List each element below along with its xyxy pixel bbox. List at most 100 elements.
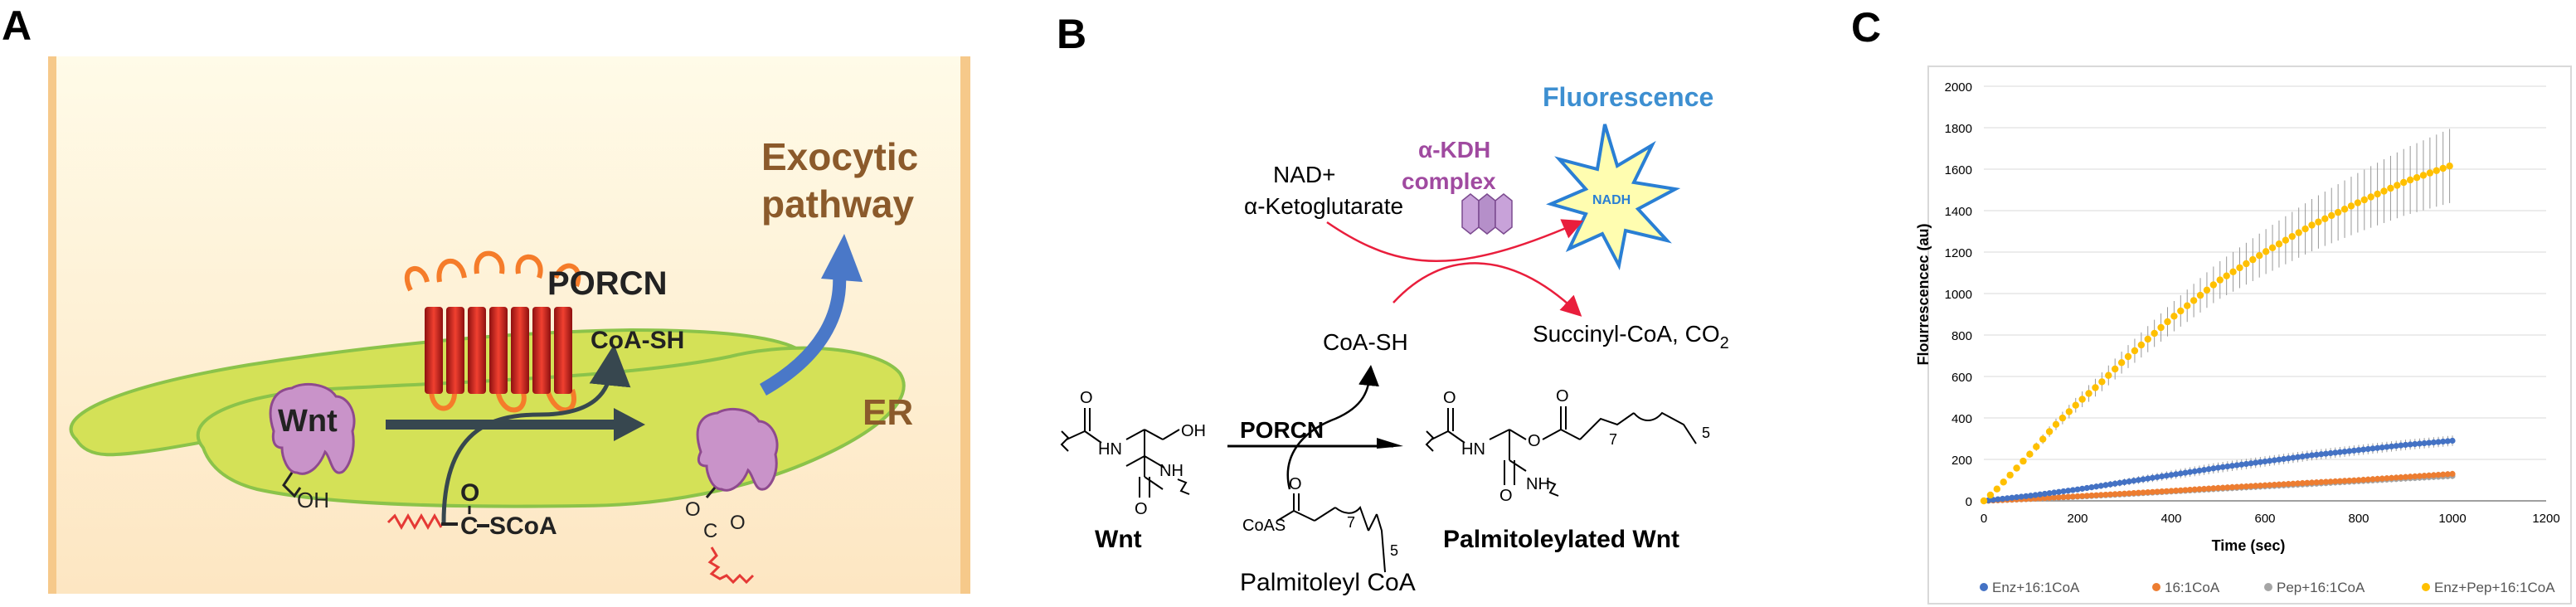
data-point [2276,481,2282,488]
y-tick-label: 1200 [1945,246,1972,260]
data-point [1993,485,2001,493]
data-point [2334,208,2342,216]
data-point [2294,480,2301,487]
data-point [2107,481,2114,488]
data-point [2072,401,2079,409]
data-point [2332,478,2339,485]
palmitoleyl-coas: CoAS [1242,517,1286,535]
exocytic-arrow [760,273,847,396]
data-point [2308,452,2316,459]
data-point [2275,240,2283,248]
data-point [2177,307,2185,315]
data-point [2367,193,2374,201]
data-point [2144,335,2151,343]
data-point [2233,462,2240,469]
data-point [2398,474,2404,481]
data-point [2112,480,2118,487]
legend-label: Pep+16:1CoA [2277,580,2365,595]
data-point [2060,488,2067,495]
data-point [2449,470,2456,478]
data-point [2267,458,2273,464]
data-point [2004,495,2010,502]
data-point [2406,176,2414,184]
data-point [2374,190,2381,198]
data-point [2078,396,2086,403]
legend-label: 16:1CoA [2165,580,2220,595]
pw-struct-o2: O [1499,487,1513,505]
data-point [2355,477,2362,483]
acyl-carbonyl-o: O [460,479,479,507]
data-point [2074,486,2081,493]
chart-series [1980,129,2456,505]
data-point [2402,441,2409,449]
data-point [2093,483,2100,490]
ester-o2-label: O [730,512,746,534]
data-point [2313,479,2320,486]
data-point [1990,497,1996,503]
data-point [2276,456,2282,463]
panel-b: B Fluorescence NAD+ α-Ketoglutarate α-KD… [1057,11,1729,596]
data-point [2328,211,2335,220]
data-point [2350,477,2357,483]
data-point [2238,483,2245,490]
data-point [2069,493,2076,500]
data-point [2069,487,2076,493]
data-point [2079,485,2086,492]
data-point [2145,475,2151,482]
data-point [2388,474,2395,481]
data-point [2151,329,2158,337]
data-point [2412,473,2418,480]
data-point [2304,479,2311,486]
wnt-label-b: Wnt [1095,526,1142,553]
data-point [2369,445,2376,452]
data-point [2149,474,2156,481]
data-point [2051,494,2058,501]
ester-chain-wavy [707,546,755,585]
data-point [2200,467,2208,473]
data-point [2190,297,2198,304]
data-point [2444,438,2451,444]
data-point [2444,471,2451,478]
x-tick-label: 0 [1981,512,1987,526]
palmitoleyl-coa-label: Palmitoleyl CoA [1240,569,1416,596]
data-point [2173,471,2180,478]
data-point [2416,440,2423,447]
data-point [2124,352,2132,361]
data-point [2393,443,2399,449]
data-point [2268,244,2277,251]
data-point [2032,492,2039,498]
data-point [2065,488,2072,494]
data-point [2365,445,2371,453]
data-point [2159,488,2165,495]
data-point [2301,225,2309,233]
coa-sh-label-b: CoA-SH [1323,329,1408,355]
data-point [2233,483,2240,490]
chart-grid [1984,85,2546,502]
data-point [2347,202,2355,210]
data-point [2205,466,2212,473]
data-point [2126,490,2132,497]
data-point [2027,493,2034,499]
wnt-struct-o: O [1080,389,1093,407]
data-point [2248,460,2254,467]
data-point [2435,439,2442,445]
porcn-reaction-arrowhead [1377,438,1403,449]
ester-c-label: C [703,520,717,542]
data-point [2074,493,2081,500]
data-point [2107,491,2114,498]
data-point [2163,488,2170,494]
data-point [2045,428,2054,435]
data-point [2435,472,2442,478]
data-point [2327,449,2334,457]
data-point [2318,478,2325,486]
panel-a-label: A [2,2,32,49]
data-point [2426,439,2433,446]
y-tick-label: 200 [1951,454,1972,468]
x-tick-label: 600 [2254,512,2275,526]
coa-sh-release-arrow [441,344,631,523]
data-point [2294,454,2301,460]
data-point [2191,486,2198,493]
data-point [2196,467,2203,474]
x-tick-label: 200 [2067,512,2088,526]
